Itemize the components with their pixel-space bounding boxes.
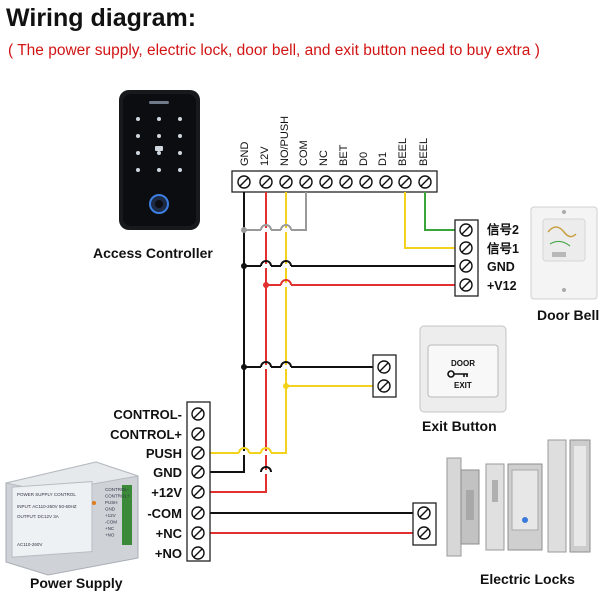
psu-label-gnd: GND xyxy=(153,465,182,480)
v12-trunk-wire xyxy=(207,192,267,493)
ctrl-label-beel-1: BEEL xyxy=(397,138,409,166)
diagram-title: Wiring diagram: xyxy=(6,4,196,32)
psu-label-com: -COM xyxy=(147,506,182,521)
bell-label-gnd: GND xyxy=(487,260,515,274)
psu-screw-icon xyxy=(191,506,205,520)
ctrl-label-beel-2: BEEL xyxy=(418,138,430,166)
access-controller-device xyxy=(119,90,200,230)
psu-screw-icon xyxy=(191,427,205,441)
psu-side-label: -COM xyxy=(105,520,117,525)
ctrl-label-no-push: NO/PUSH xyxy=(279,116,291,166)
psu-ac-text: AC110-260V xyxy=(17,542,42,547)
ctrl-label-com: COM xyxy=(298,140,310,166)
exit-terminal-block xyxy=(372,354,397,398)
psu-terminal-block xyxy=(186,401,211,562)
exit-button-caption: Exit Button xyxy=(422,418,497,434)
controller-screw-icon xyxy=(418,175,432,189)
key-icon xyxy=(447,370,468,378)
ctrl-label-d1: D1 xyxy=(377,152,389,166)
wire-junction-dots xyxy=(241,227,289,389)
psu-side-label: CONTROL- xyxy=(105,487,129,492)
controller-screw-icon xyxy=(339,175,353,189)
ctrl-label-nc: NC xyxy=(318,150,330,166)
psu-label-12v: +12V xyxy=(151,485,182,500)
psu-screw-icon xyxy=(191,526,205,540)
psu-screw-icon xyxy=(191,485,205,499)
exit-screw-icon xyxy=(377,379,391,393)
psu-side-label: PUSH xyxy=(105,500,118,505)
psu-input-text: INPUT: AC110-260V 50-60HZ xyxy=(17,504,77,509)
controller-screw-icon xyxy=(398,175,412,189)
psu-side-label: +NO xyxy=(105,533,115,538)
bell-label-v12: +V12 xyxy=(487,279,517,293)
power-supply-device: POWER SUPPLY CONTROL INPUT: AC110-260V 5… xyxy=(5,461,139,576)
exit-plate-door-text: DOOR xyxy=(451,359,475,368)
door-bell-device xyxy=(530,206,598,300)
com-wire xyxy=(244,192,307,231)
psu-label-no: +NO xyxy=(155,546,182,561)
door-bell-caption: Door Bell xyxy=(537,307,599,323)
controller-terminal-block xyxy=(231,170,438,193)
doorbell-screw-icon xyxy=(459,259,473,273)
bell-signal2-wire xyxy=(424,192,463,231)
psu-screw-icon xyxy=(191,446,205,460)
exit-plate-exit-text: EXIT xyxy=(454,381,472,390)
psu-screw-icon xyxy=(191,546,205,560)
psu-label-control-minus: CONTROL- xyxy=(113,407,182,422)
psu-screw-icon xyxy=(191,407,205,421)
bell-label-signal1: 信号1 xyxy=(487,241,519,256)
lock-terminal-block xyxy=(412,502,437,546)
ctrl-label-bet: BET xyxy=(338,144,350,166)
wires xyxy=(207,192,463,534)
electric-locks-caption: Electric Locks xyxy=(480,571,575,587)
doorbell-screw-icon xyxy=(459,223,473,237)
controller-screw-icon xyxy=(379,175,393,189)
ctrl-label-d0: D0 xyxy=(358,152,370,166)
psu-side-label: +NC xyxy=(105,526,115,531)
psu-header-text: POWER SUPPLY CONTROL xyxy=(17,492,76,497)
psu-label-control-plus: CONTROL+ xyxy=(110,427,182,442)
power-supply-caption: Power Supply xyxy=(30,575,123,591)
psu-side-label: CONTROL+ xyxy=(105,494,130,499)
lock-screw-icon xyxy=(417,506,431,520)
controller-screw-icon xyxy=(259,175,273,189)
exit-button-device: DOOR EXIT xyxy=(419,325,507,413)
psu-side-label: +12V xyxy=(105,513,116,518)
controller-screw-icon xyxy=(279,175,293,189)
controller-screw-icon xyxy=(299,175,313,189)
exit-screw-icon xyxy=(377,360,391,374)
psu-label-nc: +NC xyxy=(156,526,183,541)
electric-locks-device xyxy=(446,439,591,557)
bell-signal1-wire xyxy=(404,192,463,249)
doorbell-terminal-block xyxy=(454,219,479,297)
doorbell-screw-icon xyxy=(459,278,473,292)
wire-crossover-jumps xyxy=(238,224,292,474)
doorbell-screw-icon xyxy=(459,241,473,255)
gnd-trunk-wire xyxy=(207,192,245,473)
access-controller-caption: Access Controller xyxy=(93,245,213,261)
ctrl-label-gnd: GND xyxy=(239,142,251,167)
psu-label-push: PUSH xyxy=(146,446,182,461)
lock-screw-icon xyxy=(417,526,431,540)
psu-screw-icon xyxy=(191,465,205,479)
ctrl-label-12v: 12V xyxy=(259,146,271,166)
controller-screw-icon xyxy=(359,175,373,189)
controller-screw-icon xyxy=(237,175,251,189)
psu-output-text: OUTPUT: DC12V 3A xyxy=(17,514,59,519)
controller-terminal-labels: GND 12V NO/PUSH COM NC BET D0 D1 BEEL BE… xyxy=(239,116,430,166)
bell-label-signal2: 信号2 xyxy=(487,222,519,237)
controller-screw-icon xyxy=(319,175,333,189)
diagram-subtitle: ( The power supply, electric lock, door … xyxy=(8,42,540,59)
psu-side-label: GND xyxy=(105,507,116,512)
